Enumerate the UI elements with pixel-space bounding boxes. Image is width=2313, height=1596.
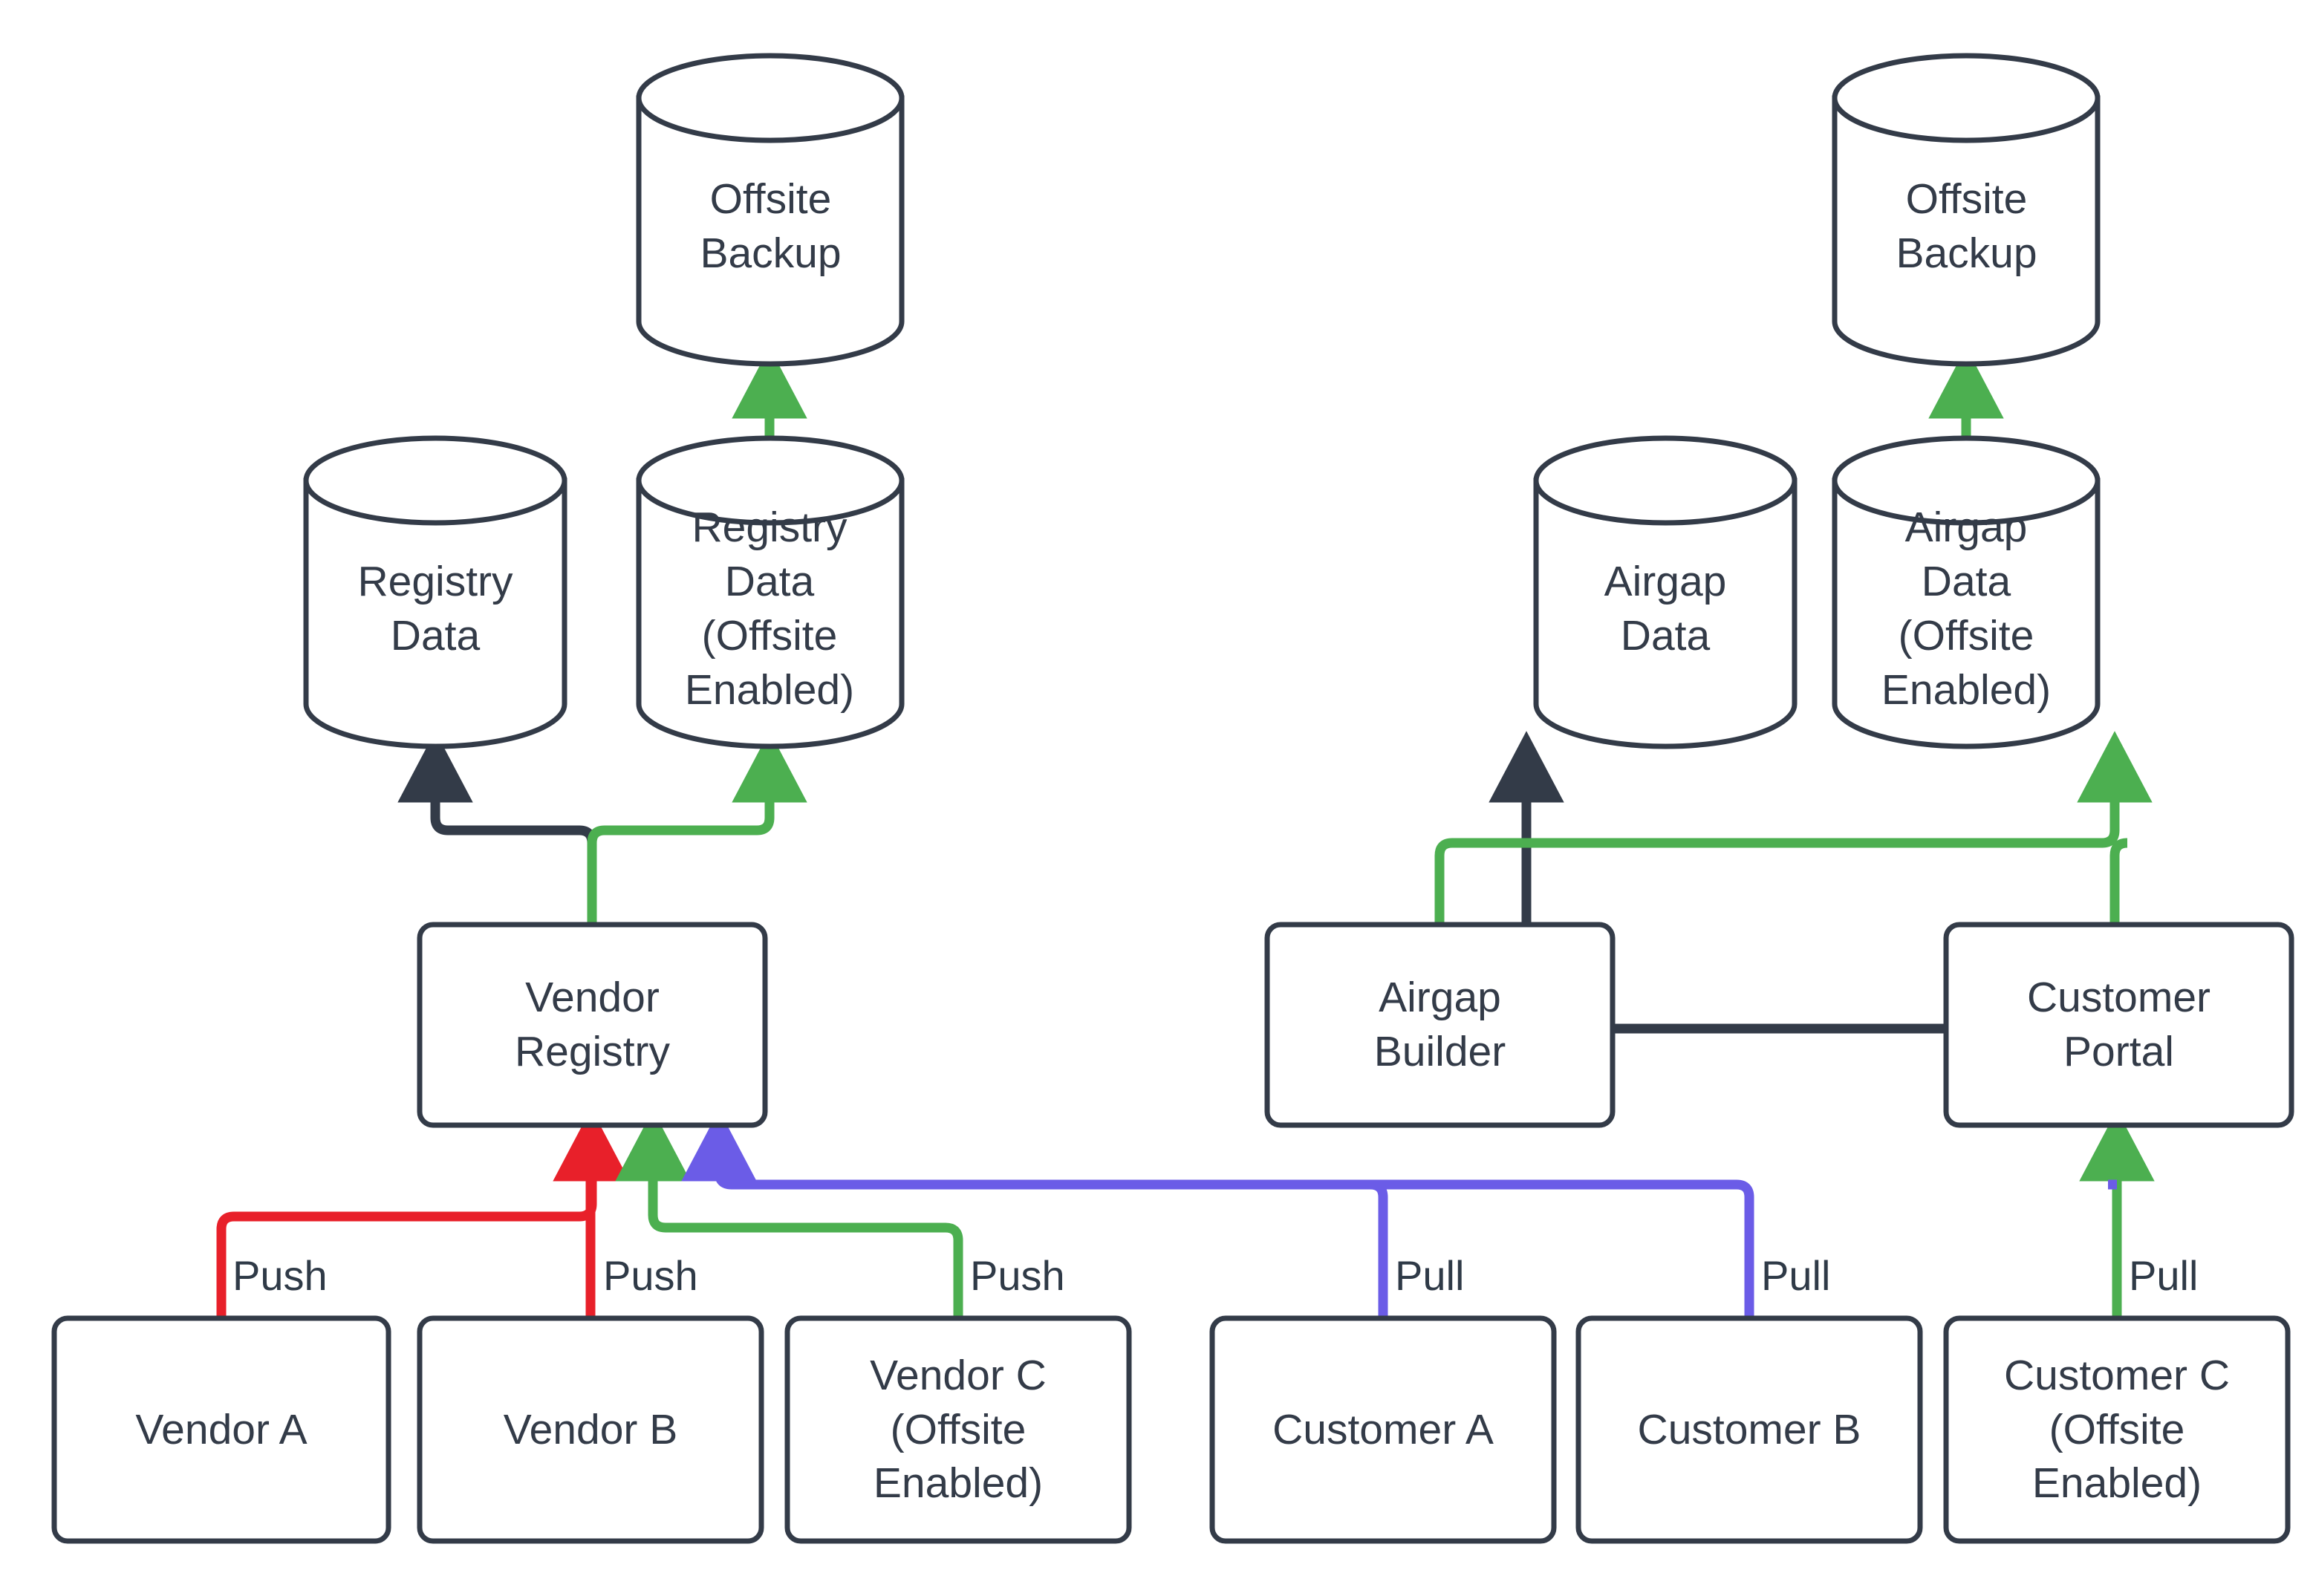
node-registry-data[interactable] — [306, 438, 565, 746]
node-vendor-a[interactable] — [54, 1318, 388, 1541]
shape-customer-portal — [1943, 922, 2294, 1128]
edge-vendor-c-push — [615, 1110, 963, 1318]
node-airgap-data-offsite[interactable] — [1835, 438, 2098, 746]
shape-customer-b — [1575, 1315, 1923, 1544]
node-registry-data-offsite[interactable] — [639, 438, 902, 746]
edge-vendor-registry-to-registry-data — [397, 731, 597, 925]
shape-offsite-backup-left — [636, 53, 905, 367]
node-offsite-backup-right[interactable] — [1835, 56, 2098, 364]
node-customer-a[interactable] — [1212, 1318, 1554, 1541]
shape-vendor-b — [417, 1315, 764, 1544]
edge-vendor-a-push — [216, 1110, 630, 1318]
shape-registry-data-offsite — [636, 435, 905, 749]
edge-customer-a-pull — [681, 1110, 1388, 1318]
shape-customer-a — [1209, 1315, 1557, 1544]
node-customer-portal[interactable] — [1946, 925, 2291, 1125]
shape-vendor-registry — [417, 922, 768, 1128]
node-vendor-c[interactable] — [787, 1318, 1129, 1541]
shape-registry-data — [303, 435, 567, 749]
edge-vendor-registry-to-registry-data-offsite — [587, 731, 807, 925]
edge-customer-b-pull — [732, 1179, 1754, 1318]
shape-vendor-a — [51, 1315, 391, 1544]
edge-customer-portal-to-airgap-offsite — [2109, 838, 2128, 925]
node-offsite-backup-left[interactable] — [639, 56, 902, 364]
node-customer-b[interactable] — [1578, 1318, 1920, 1541]
node-airgap-builder[interactable] — [1267, 925, 1613, 1125]
node-vendor-registry[interactable] — [420, 925, 765, 1125]
node-airgap-data[interactable] — [1536, 438, 1795, 746]
node-vendor-b[interactable] — [420, 1318, 761, 1541]
shape-vendor-c — [784, 1315, 1132, 1544]
shape-customer-c — [1943, 1315, 2291, 1544]
edge-airgap-builder-to-airgap-offsite — [1434, 731, 2153, 925]
shape-airgap-data-offsite — [1832, 435, 2101, 749]
shape-airgap-builder — [1264, 922, 1616, 1128]
shape-airgap-data — [1533, 435, 1798, 749]
shape-offsite-backup-right — [1832, 53, 2101, 367]
node-customer-c[interactable] — [1946, 1318, 2288, 1541]
